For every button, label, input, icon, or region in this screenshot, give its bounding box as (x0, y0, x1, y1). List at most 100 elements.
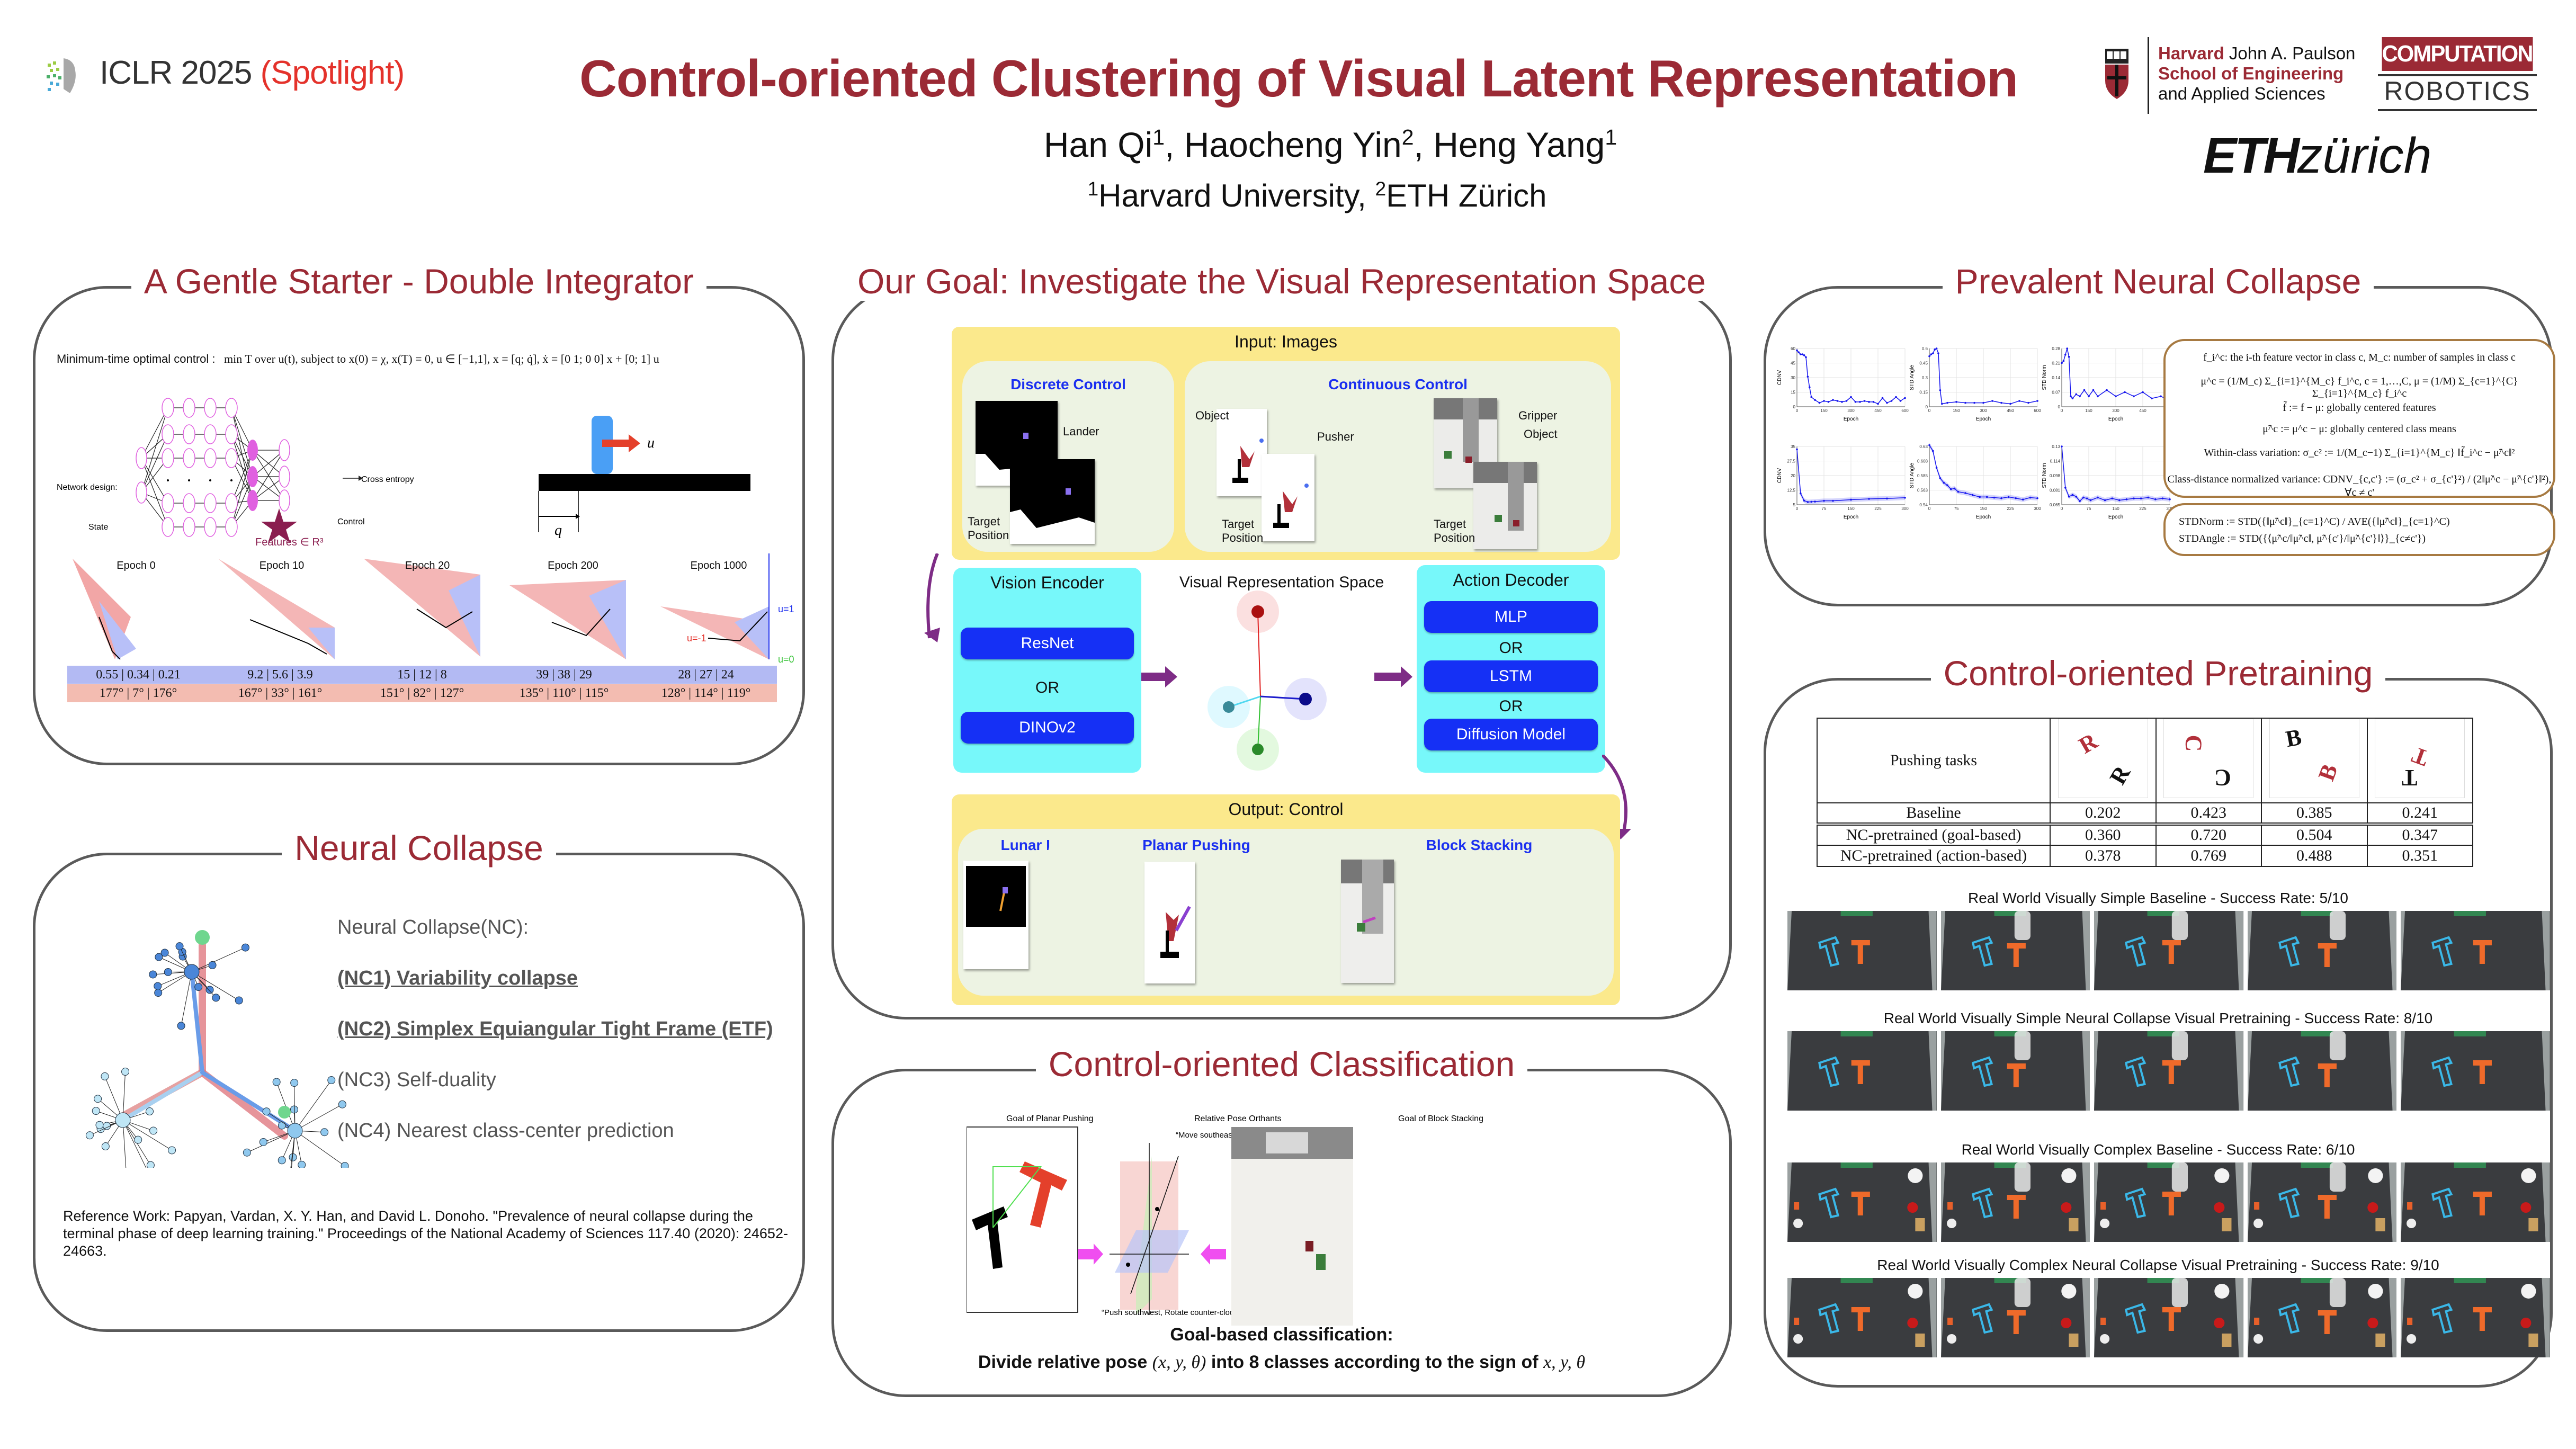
neural-collapse-figure (85, 930, 349, 1168)
spotlight-badge: (Spotlight) (260, 55, 405, 91)
affiliation: 1Harvard University (1087, 177, 1358, 213)
t-block (2007, 1195, 2026, 1219)
q-label: q (554, 522, 562, 539)
stat-cell: 128° | 114° | 119° (661, 686, 751, 700)
author-list: Han Qi1, Haocheng Yin2, Heng Yang1 (1043, 125, 1617, 164)
resnet-option[interactable]: ResNet (961, 628, 1134, 659)
data-point (1986, 496, 1988, 498)
hidden-node (183, 493, 195, 513)
or-label: OR (1499, 639, 1523, 657)
feature-sample (175, 942, 184, 951)
table-row: NC-pretrained (action-based) 0.378 0.769… (1817, 845, 2473, 867)
robot-arm (2172, 911, 2188, 940)
real-world-title: Real World Visually Simple Neural Collap… (1883, 1010, 2433, 1026)
data-point (2104, 499, 2106, 502)
comp-rob-bottom: ROBOTICS (2384, 76, 2531, 106)
x-tick-label: 450 (1874, 408, 1882, 413)
t-block (2318, 1310, 2337, 1334)
section-pretraining: Control-oriented Pretraining Pushing tas… (1764, 654, 2553, 1388)
feature-sample (278, 1156, 286, 1165)
dinov2-option[interactable]: DINOv2 (961, 712, 1134, 744)
or-label: OR (1499, 697, 1523, 715)
data-point (2068, 495, 2070, 498)
x-tick-label: 150 (1953, 408, 1960, 413)
data-point (1932, 450, 1934, 452)
data-point (1950, 488, 1952, 490)
x-tick-label: 600 (2034, 408, 2041, 413)
y-tick-label: 0.54 (1919, 503, 1928, 507)
robot-arm (2329, 1162, 2346, 1192)
x-tick-label: 150 (1980, 506, 1987, 511)
value-cell: 0.720 (2155, 824, 2262, 846)
x-axis-label: Epoch (1844, 514, 1858, 520)
diffusion-option[interactable]: Diffusion Model (1424, 719, 1598, 750)
mlp-option[interactable]: MLP (1424, 601, 1598, 633)
hidden-node (204, 517, 217, 537)
feature-sample (155, 953, 163, 961)
x-tick-label: 300 (1847, 408, 1855, 413)
feature-sample (290, 1105, 298, 1114)
y-tick-label: 0.07 (2052, 390, 2060, 395)
data-point (2079, 395, 2081, 398)
formula: STDNorm := STD({‖μ̃^c‖}_{c=1}^C) / AVE({… (2179, 516, 2450, 527)
visual-representation-space (1141, 591, 1412, 771)
real-world-strip (1787, 1031, 2550, 1111)
data-point (1890, 400, 1893, 402)
real-world-title: Real World Visually Complex Baseline - S… (1961, 1141, 2355, 1158)
y-axis-label: STD Angle (1909, 365, 1915, 390)
data-point (1946, 484, 1948, 487)
continuous-control-card: Continuous Control Object Pusher Target … (1185, 361, 1611, 552)
feature-sample (134, 1135, 142, 1144)
affiliation: 2ETH Zürich (1375, 177, 1547, 213)
lstm-option[interactable]: LSTM (1424, 660, 1598, 692)
epoch-scatter (218, 559, 335, 659)
value-cell: 0.769 (2155, 845, 2262, 867)
nc-properties-list: Neural Collapse(NC): (NC1) Variability c… (337, 916, 773, 1170)
y-tick-label: 35 (1791, 444, 1795, 449)
x-tick-label: 75 (1822, 506, 1827, 511)
data-point (1823, 499, 1825, 502)
force-arrow-icon (629, 434, 640, 452)
target-outline (1971, 1056, 1993, 1087)
t-block (2473, 1307, 2492, 1331)
epoch-plot: Epoch 200 (504, 553, 642, 659)
t-block (2162, 1060, 2181, 1084)
hidden-node (162, 517, 174, 537)
stat-cell: 15 | 12 | 8 (397, 668, 447, 682)
x-tick-label: 600 (1901, 408, 1909, 413)
data-point (2079, 500, 2081, 503)
data-point (1836, 400, 1839, 402)
t-block (1851, 1060, 1870, 1084)
data-point (1868, 401, 1870, 403)
real-world-frame (1787, 1031, 1937, 1111)
cross-entropy-label: Cross entropy (361, 475, 414, 484)
data-point (2075, 393, 2077, 396)
data-point (1930, 353, 1933, 355)
output-title: Output: Control (1228, 800, 1344, 819)
y-tick-label: 0.15 (1919, 390, 1928, 395)
data-point (1928, 355, 1930, 357)
feature-sample (205, 986, 214, 994)
arrow-left-icon (1201, 1244, 1226, 1265)
computational-robotics-logo: COMPUTATIONAL ROBOTICS (2378, 37, 2561, 111)
comp-rob-top: COMPUTATIONAL (2382, 37, 2561, 71)
table-header: Pushing tasks (1817, 718, 2051, 803)
data-point (2000, 401, 2002, 404)
output-node (279, 489, 290, 512)
flow-curve-icon (924, 553, 940, 642)
formula: Within-class variation: σ_c² := 1/(M_c−1… (2204, 447, 2515, 459)
data-point (2140, 497, 2142, 499)
data-point (2160, 395, 2162, 398)
y-tick-label: 30 (1791, 375, 1795, 380)
class-label-pos: u=1 (778, 604, 794, 614)
std-definitions-box: STDNorm := STD({‖μ̃^c‖}_{c=1}^C) / AVE({… (2163, 503, 2555, 556)
hidden-node (225, 517, 238, 537)
data-point (2075, 495, 2077, 498)
data-point (1827, 401, 1830, 403)
